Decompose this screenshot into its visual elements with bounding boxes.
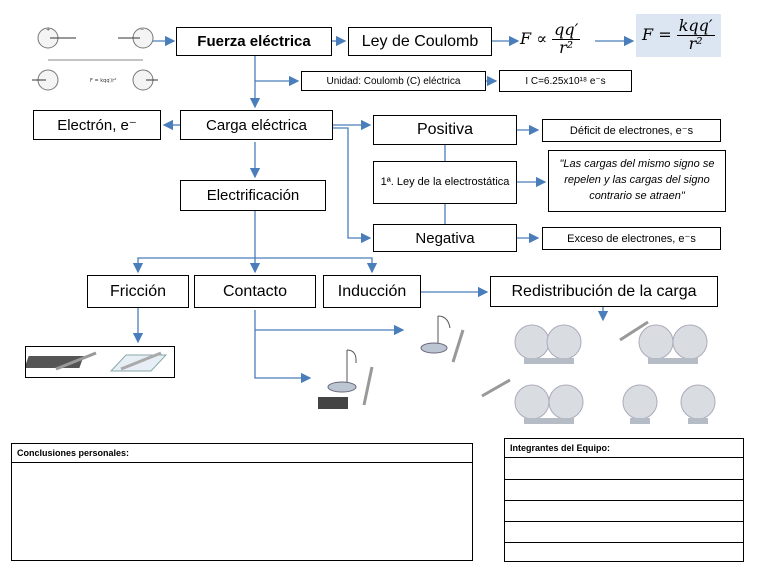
carga-electrica-node: Carga eléctrica: [180, 110, 333, 140]
conclusiones-title: Conclusiones personales:: [12, 444, 472, 463]
electron-node: Electrón, e⁻: [33, 110, 161, 140]
conversion-label: I C=6.25x10¹⁸ e⁻s: [525, 75, 606, 87]
conclusiones-panel: Conclusiones personales:: [11, 443, 473, 561]
formula-prop-lhs: F ∝: [520, 28, 548, 48]
coulomb-charges-illustration: + − F = kqq′/r²: [28, 20, 160, 98]
cita-label: "Las cargas del mismo signo se repelen y…: [559, 158, 715, 202]
friccion-node: Fricción: [87, 275, 189, 308]
integrantes-panel: Integrantes del Equipo:: [504, 438, 744, 562]
friccion-illustration: [24, 346, 175, 378]
electrificacion-node: Electrificación: [180, 180, 326, 211]
electrificacion-label: Electrificación: [206, 187, 300, 204]
contacto-illustration-2: [408, 312, 474, 370]
electron-label: Electrón, e⁻: [57, 117, 137, 134]
formula-eq-lhs: F =: [642, 24, 672, 44]
deficit-label: Déficit de electrones, e⁻s: [569, 125, 694, 137]
contacto-label: Contacto: [222, 282, 288, 300]
formula-eq-den: r²: [688, 33, 703, 53]
contacto-node: Contacto: [194, 275, 316, 308]
unidad-node: Unidad: Coulomb (C) eléctrica: [301, 71, 486, 91]
cita-node: "Las cargas del mismo signo se repelen y…: [548, 150, 726, 212]
redistribucion-node: Redistribución de la carga: [490, 276, 718, 307]
contacto-illustration-1: [312, 345, 382, 417]
exceso-label: Exceso de electrones, e⁻s: [567, 233, 696, 245]
friccion-label: Fricción: [109, 282, 166, 300]
svg-text:−: −: [140, 27, 144, 33]
positiva-label: Positiva: [416, 121, 474, 138]
negativa-label: Negativa: [415, 229, 475, 247]
deficit-node: Déficit de electrones, e⁻s: [542, 119, 721, 142]
exceso-node: Exceso de electrones, e⁻s: [542, 227, 721, 250]
svg-text:F = kqq′/r²: F = kqq′/r²: [90, 78, 116, 84]
integrantes-title: Integrantes del Equipo:: [505, 439, 743, 458]
redistribucion-label: Redistribución de la carga: [511, 282, 697, 300]
ley-coulomb-node: Ley de Coulomb: [348, 27, 492, 56]
ley-electrostatica-label: 1ª. Ley de la electrostática: [380, 176, 510, 189]
unidad-label: Unidad: Coulomb (C) eléctrica: [326, 75, 461, 87]
fuerza-electrica-node: Fuerza eléctrica: [176, 27, 332, 56]
positiva-node: Positiva: [373, 115, 517, 145]
induccion-node: Inducción: [323, 275, 421, 308]
induccion-label: Inducción: [337, 282, 407, 300]
ley-coulomb-label: Ley de Coulomb: [361, 32, 479, 50]
carga-electrica-label: Carga eléctrica: [206, 116, 307, 134]
formula-proportional: F ∝ qq′r²: [520, 20, 581, 57]
ley-electrostatica-node: 1ª. Ley de la electrostática: [373, 161, 517, 204]
formula-prop-num: qq′: [552, 20, 581, 40]
fuerza-electrica-label: Fuerza eléctrica: [197, 33, 311, 50]
conversion-node: I C=6.25x10¹⁸ e⁻s: [499, 70, 632, 92]
svg-text:+: +: [46, 27, 50, 33]
negativa-node: Negativa: [373, 224, 517, 252]
redistribucion-illustration: [480, 320, 730, 438]
formula-equality: F = kqq′r²: [636, 14, 721, 57]
formula-eq-num: kqq′: [676, 16, 715, 36]
formula-prop-den: r²: [559, 37, 574, 57]
